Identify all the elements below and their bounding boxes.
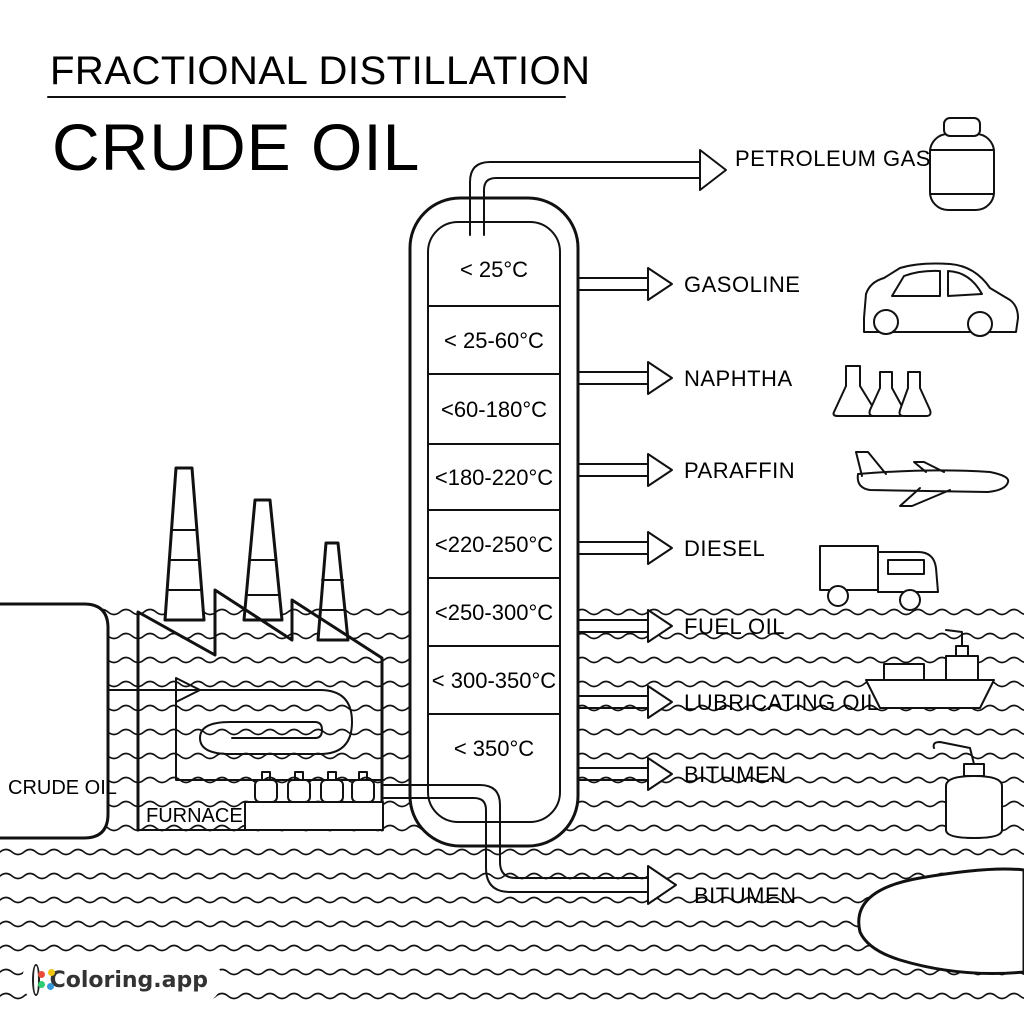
product-arrow-head [647, 453, 673, 487]
product-label: LUBRICATING OIL [684, 690, 879, 715]
product-arrow-head [647, 685, 673, 719]
product-arrow-head [647, 267, 673, 301]
temperature-labels: < 25°C < 25-60°C <60-180°C <180-220°C <220-2… [432, 257, 556, 761]
storage-tanks [254, 771, 375, 803]
temperature-label: <180-220°C [435, 465, 553, 490]
truck-icon [819, 545, 939, 611]
product-arrows [577, 267, 673, 791]
factory-building [136, 588, 384, 832]
temperature-label: <60-180°C [441, 397, 547, 422]
top-output-label: PETROLEUM GAS [735, 146, 931, 171]
top-pipe [469, 149, 727, 236]
product-label: PARAFFIN [684, 458, 795, 483]
page-heading: CRUDE OIL [52, 110, 420, 184]
product-arrow-head [647, 609, 673, 643]
product-arrow-shaft [577, 619, 649, 633]
product-arrow-head [647, 757, 673, 791]
crude-oil-input-label: CRUDE OIL [8, 777, 117, 799]
bottom-output-label: BITUMEN [694, 883, 797, 908]
product-label: NAPHTHA [684, 366, 793, 391]
product-label: DIESEL [684, 536, 765, 561]
product-arrow-shaft [577, 767, 649, 781]
gas-cylinder-icon [929, 117, 995, 211]
wave-line [0, 944, 1024, 952]
temperature-label: < 25-60°C [444, 328, 544, 353]
furnace-coil [159, 689, 353, 755]
product-labels: GASOLINE NAPHTHA PARAFFIN DIESEL FUEL OIL LUB… [684, 272, 879, 787]
distillation-column: < 25°C < 25-60°C <60-180°C <180-220°C <220-2… [408, 196, 580, 848]
product-arrow-shaft [577, 541, 649, 555]
temperature-label: < 300-350°C [432, 668, 556, 693]
product-arrow-shaft [577, 463, 649, 477]
temperature-label: < 350°C [454, 736, 534, 761]
chimney-1 [163, 466, 206, 622]
product-arrow-shaft [577, 371, 649, 385]
airplane-icon [855, 451, 1010, 507]
wave-line [0, 848, 1024, 856]
product-label: BITUMEN [684, 762, 787, 787]
product-arrow-head [647, 531, 673, 565]
brand-name: Coloring.app [49, 967, 208, 993]
temperature-label: < 25°C [460, 257, 528, 282]
bottom-pipe [383, 784, 677, 905]
wave-line [0, 896, 1024, 904]
palette-icon [32, 964, 55, 996]
column-trays [427, 305, 561, 715]
product-label: FUEL OIL [684, 614, 785, 639]
flasks-icon [832, 365, 932, 417]
wave-line [0, 872, 1024, 880]
temperature-label: <220-250°C [435, 532, 553, 557]
furnace-label: FURNACE [146, 805, 243, 827]
factory [99, 466, 385, 832]
crude-oil-tank [0, 602, 110, 840]
brand-badge[interactable]: Coloring.app [22, 956, 222, 1004]
oil-can-icon [932, 741, 1003, 839]
product-arrow-head [647, 361, 673, 395]
ship-icon [865, 629, 995, 709]
chimney-3 [316, 541, 350, 642]
temperature-label: <250-300°C [435, 600, 553, 625]
product-label: GASOLINE [684, 272, 800, 297]
product-arrow-shaft [577, 695, 649, 709]
page-title: FRACTIONAL DISTILLATION [50, 49, 590, 93]
lake [857, 867, 1024, 975]
product-arrow-shaft [577, 277, 649, 291]
car-icon [863, 262, 1019, 337]
